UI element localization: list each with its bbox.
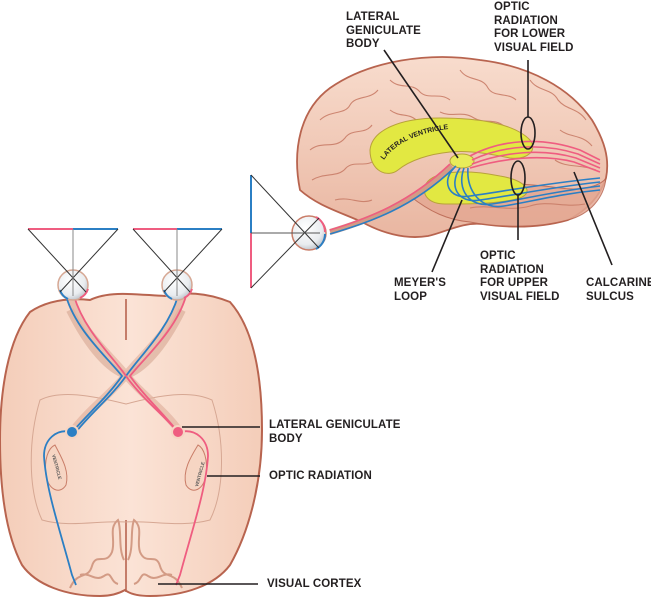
lateral-leader-lines: [383, 49, 613, 273]
lgn-right: [171, 425, 185, 439]
lower-field-fibers: [469, 140, 601, 173]
lateral-brain-view: [250, 49, 613, 289]
ventricle-right-label: VENTRICLE: [194, 461, 205, 487]
ventricle-left-label: VENTRICLE: [51, 454, 62, 480]
visual-cortex-folds: [69, 518, 183, 589]
label-visual-cortex: VISUAL CORTEX: [267, 578, 362, 590]
label-lateral-geniculate-body-lateral: LATERAL GENICULATE BODY: [346, 11, 421, 50]
label-optic-radiation: OPTIC RADIATION: [269, 470, 372, 482]
optic-nerve-lateral: [329, 163, 455, 235]
axial-pink-fibers: [73, 295, 209, 586]
visual-field-right: [132, 228, 223, 296]
lgn-left: [65, 425, 79, 439]
ventricle-right: [184, 444, 207, 491]
ventricle-left: [45, 444, 68, 491]
visual-field-lateral: [250, 174, 320, 289]
label-lateral-geniculate-body-axial: LATERAL GENICULATE BODY: [269, 419, 401, 445]
axial-brain-view: VENTRICLE VENTRICLE: [0, 228, 264, 598]
gyri-lines: [309, 69, 597, 209]
label-optic-radiation-lower-field: OPTIC RADIATION FOR LOWER VISUAL FIELD: [494, 1, 574, 54]
optic-nerve-lateral-pink: [329, 163, 451, 231]
visual-field-left: [27, 228, 119, 296]
label-calcarine-sulcus: CALCARINE SULCUS: [586, 277, 651, 303]
label-optic-radiation-upper-field: OPTIC RADIATION FOR UPPER VISUAL FIELD: [480, 250, 560, 303]
axial-brain-outline: [0, 292, 264, 598]
optic-nerve-lateral-blue: [329, 167, 455, 235]
label-meyers-loop: MEYER'S LOOP: [394, 277, 447, 303]
axial-leader-lines: [158, 426, 260, 585]
upper-field-fibers: [446, 165, 601, 208]
lgn-lateral: [449, 153, 475, 169]
